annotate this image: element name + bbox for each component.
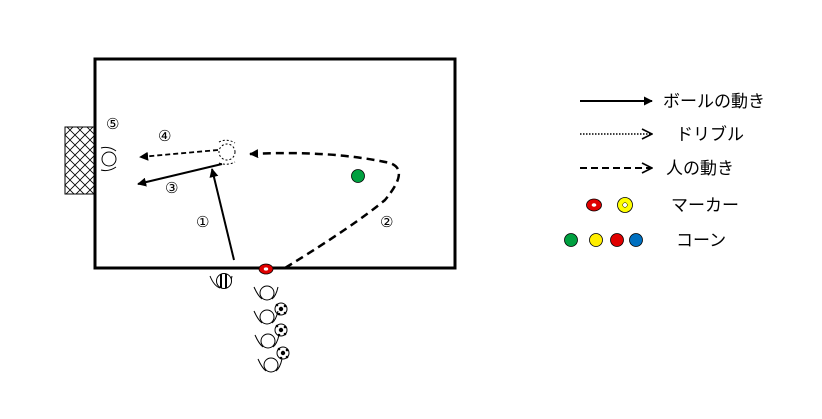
soccer-ball-icon: [276, 346, 290, 360]
arrow-pass-1: [209, 168, 235, 261]
arrow-pass-3: [137, 163, 223, 187]
legend-marker-label: マーカー: [671, 196, 739, 216]
legend-player-label: 人の動き: [666, 159, 734, 179]
legend-cone-green: [564, 233, 578, 247]
legend-dribble-label: ドリブル: [676, 124, 744, 145]
queue-player: [257, 357, 283, 373]
label-step-4: ④: [158, 127, 171, 145]
player-receive-position: [218, 139, 236, 165]
legend-cone-yellow: [589, 233, 603, 247]
cone-green-field: [351, 169, 365, 183]
field-boundary: [93, 57, 457, 270]
legend-cone-label: コーン: [676, 231, 726, 251]
legend-marker-yellow: [617, 197, 633, 213]
arrow-run-2: [249, 149, 400, 270]
legend-cone-blue: [629, 233, 643, 247]
label-step-1: ①: [196, 213, 209, 231]
queue-player: [253, 309, 279, 325]
goal: [64, 126, 96, 195]
legend: ボールの動き ドリブル 人の動き マーカー コーン: [564, 92, 765, 251]
soccer-ball-icon: [274, 323, 288, 337]
label-step-2: ②: [380, 213, 393, 231]
queue-player: [254, 333, 280, 349]
marker-red-boundary: [258, 263, 274, 275]
soccer-ball-icon: [274, 302, 288, 316]
label-step-3: ③: [165, 179, 178, 197]
legend-marker-red: [586, 198, 602, 212]
label-step-5: ⑤: [106, 115, 119, 133]
legend-ball-label: ボールの動き: [663, 92, 765, 112]
player-queue: [253, 285, 290, 373]
player-goal-5: [100, 146, 117, 172]
arrow-run-4: [139, 149, 219, 161]
player-start-with-ball: [209, 273, 233, 289]
legend-cone-red: [610, 233, 624, 247]
queue-player: [253, 285, 279, 301]
